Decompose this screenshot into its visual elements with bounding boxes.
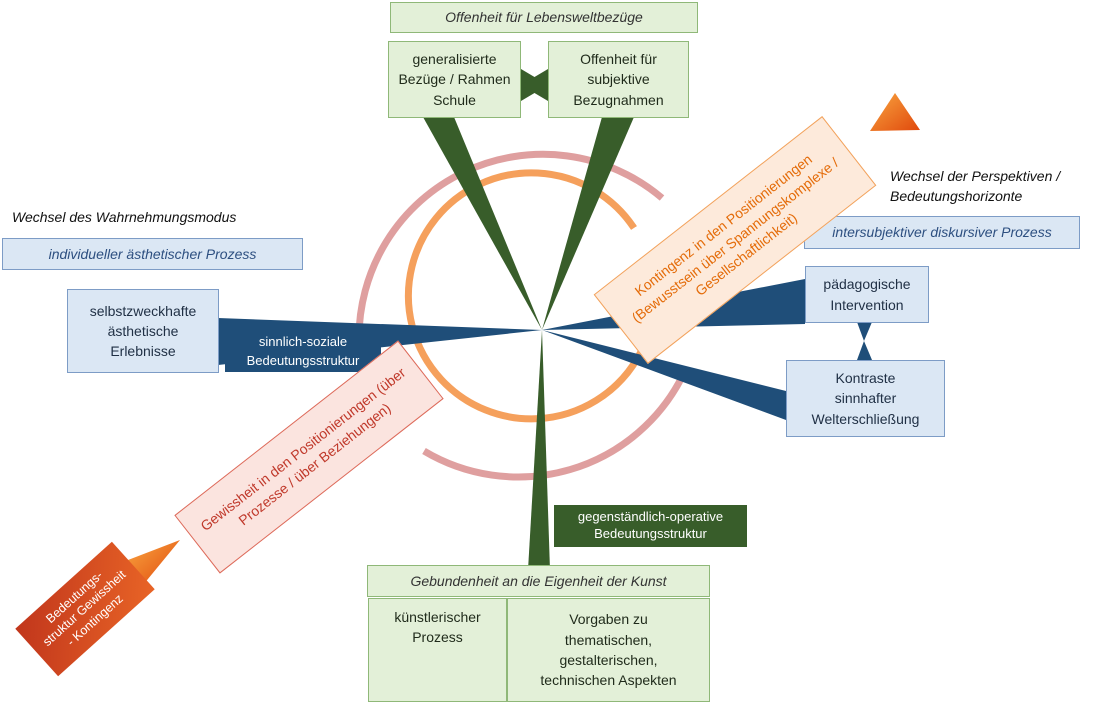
right-box-top: pädagogische Intervention bbox=[805, 266, 929, 323]
connector-right-boxes-2 bbox=[857, 341, 872, 360]
wedge-right-bottom bbox=[542, 330, 786, 420]
top-header: Offenheit für Lebensweltbezüge bbox=[390, 2, 698, 33]
connector-top-boxes-2 bbox=[521, 69, 548, 101]
left-structure-label: sinnlich-soziale Bedeutungsstruktur bbox=[225, 332, 381, 372]
left-process-header: individueller ästhetischer Prozess bbox=[2, 238, 303, 270]
wedge-bottom bbox=[528, 330, 550, 570]
wedge-top-right bbox=[542, 117, 634, 330]
outer-arc-bottom bbox=[422, 373, 687, 481]
left-box: selbstzweckhafte ästhetische Erlebnisse bbox=[67, 289, 219, 373]
connector-right-boxes bbox=[857, 322, 872, 341]
bottom-structure-label: gegenständlich-operative Bedeutungsstruk… bbox=[554, 505, 747, 547]
bottom-right-box: Vorgaben zu thematischen, gestalterische… bbox=[507, 598, 710, 702]
arrow-tip-top-right bbox=[870, 93, 920, 131]
right-box-bottom: Kontraste sinnhafter Welterschließung bbox=[786, 360, 945, 437]
bottom-header: Gebundenheit an die Eigenheit der Kunst bbox=[367, 565, 710, 597]
top-right-box: Offenheit für subjektive Bezugnahmen bbox=[548, 41, 689, 118]
left-mode-label: Wechsel des Wahrnehmungsmodus bbox=[12, 209, 237, 225]
top-left-box: generalisierte Bezüge / Rahmen Schule bbox=[388, 41, 521, 118]
right-perspective-label: Wechsel der Perspektiven / Bedeutungshor… bbox=[890, 168, 1061, 205]
right-process-header: intersubjektiver diskursiver Prozess bbox=[804, 216, 1080, 249]
wedge-top-left bbox=[423, 117, 542, 330]
bottom-left-box: künstlerischer Prozess bbox=[368, 598, 507, 702]
